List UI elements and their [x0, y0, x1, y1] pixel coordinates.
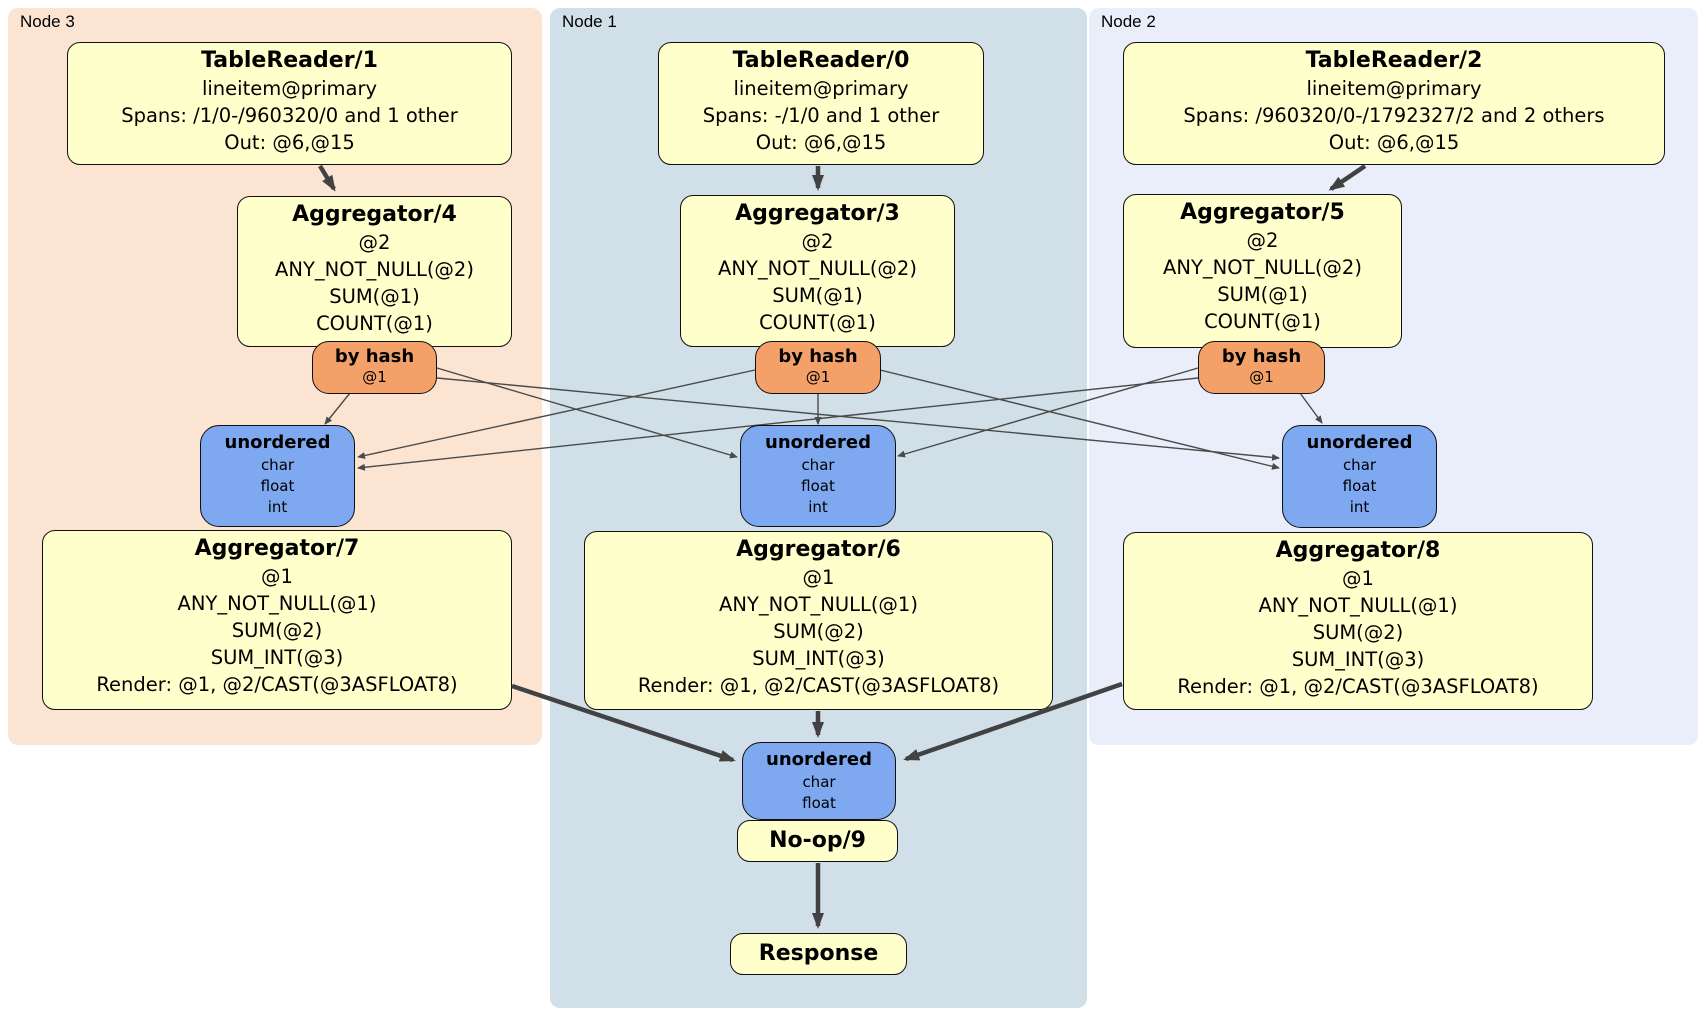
processor-index: lineitem@primary [201, 77, 378, 100]
agg-fn: ANY_NOT_NULL(@1) [1258, 594, 1458, 617]
router-columns: @1 [805, 368, 831, 386]
router-by-hash-node3: by hash @1 [312, 341, 437, 394]
sync-title: unordered [1306, 432, 1413, 453]
sync-type: char [801, 456, 835, 474]
sync-title: unordered [765, 432, 871, 453]
agg-fn: SUM(@1) [1217, 283, 1308, 306]
agg-render: Render: @1, @2/CAST(@3ASFLOAT8) [96, 673, 458, 696]
router-title: by hash [334, 346, 415, 367]
processor-aggregator-5: Aggregator/5 @2 ANY_NOT_NULL(@2) SUM(@1)… [1123, 194, 1402, 348]
sync-title: unordered [766, 749, 872, 770]
processor-title: Aggregator/4 [292, 202, 457, 227]
sync-type: char [802, 773, 836, 791]
agg-group-cols: @2 [358, 231, 391, 254]
processor-title: No-op/9 [769, 828, 866, 853]
router-by-hash-node1: by hash @1 [755, 341, 881, 394]
processor-title: TableReader/1 [201, 48, 378, 73]
processor-index: lineitem@primary [1306, 77, 1482, 100]
router-columns: @1 [1249, 368, 1274, 386]
processor-spans: Spans: -/1/0 and 1 other [702, 104, 940, 127]
processor-spans: Spans: /1/0-/960320/0 and 1 other [121, 104, 458, 127]
agg-fn: ANY_NOT_NULL(@1) [177, 592, 377, 615]
processor-aggregator-7: Aggregator/7 @1 ANY_NOT_NULL(@1) SUM(@2)… [42, 530, 512, 710]
processor-noop-9: No-op/9 [737, 820, 898, 862]
sync-unordered-node3: unordered char float int [200, 425, 355, 527]
agg-group-cols: @2 [1246, 229, 1279, 252]
processor-title: Aggregator/7 [194, 536, 360, 561]
agg-group-cols: @1 [802, 566, 835, 589]
router-title: by hash [778, 346, 858, 367]
processor-title: Aggregator/6 [736, 537, 901, 562]
agg-fn: COUNT(@1) [759, 311, 876, 334]
sync-type: char [260, 456, 295, 474]
agg-fn: SUM(@2) [231, 619, 323, 642]
sync-unordered-node2: unordered char float int [1282, 425, 1437, 528]
agg-fn: SUM(@2) [1312, 621, 1404, 644]
processor-title: Response [758, 941, 879, 966]
agg-fn: SUM(@1) [772, 284, 863, 307]
agg-group-cols: @1 [1342, 567, 1374, 590]
processor-spans: Spans: /960320/0-/1792327/2 and 2 others [1183, 104, 1605, 127]
agg-group-cols: @2 [801, 230, 834, 253]
processor-title: Aggregator/8 [1275, 538, 1441, 563]
agg-group-cols: @1 [261, 565, 293, 588]
sync-unordered-final: unordered char float [742, 742, 896, 820]
agg-fn: ANY_NOT_NULL(@1) [719, 593, 918, 616]
processor-index: lineitem@primary [733, 77, 909, 100]
panel-node-3-label: Node 3 [20, 12, 75, 31]
sync-type: float [802, 794, 836, 812]
processor-aggregator-4: Aggregator/4 @2 ANY_NOT_NULL(@2) SUM(@1)… [237, 196, 512, 347]
sync-type: float [260, 477, 295, 495]
sync-type: int [808, 498, 828, 516]
agg-fn: SUM(@1) [329, 285, 420, 308]
processor-title: TableReader/0 [732, 48, 910, 73]
processor-tablereader-0: TableReader/0 lineitem@primary Spans: -/… [658, 42, 984, 165]
sync-unordered-node1: unordered char float int [740, 425, 896, 527]
agg-render: Render: @1, @2/CAST(@3ASFLOAT8) [1177, 675, 1539, 698]
processor-tablereader-1: TableReader/1 lineitem@primary Spans: /1… [67, 42, 512, 165]
router-title: by hash [1221, 346, 1302, 367]
sync-type: int [267, 498, 288, 516]
processor-title: Aggregator/3 [735, 201, 900, 226]
processor-out: Out: @6,@15 [1328, 131, 1460, 154]
processor-aggregator-6: Aggregator/6 @1 ANY_NOT_NULL(@1) SUM(@2)… [584, 531, 1053, 710]
processor-title: TableReader/2 [1305, 48, 1483, 73]
panel-node-2-label: Node 2 [1101, 12, 1156, 31]
processor-aggregator-3: Aggregator/3 @2 ANY_NOT_NULL(@2) SUM(@1)… [680, 195, 955, 347]
sync-type: float [801, 477, 835, 495]
agg-fn: SUM(@2) [773, 620, 864, 643]
sync-type: float [1342, 477, 1377, 495]
agg-fn: ANY_NOT_NULL(@2) [275, 258, 474, 281]
agg-fn: ANY_NOT_NULL(@2) [1163, 256, 1362, 279]
router-columns: @1 [362, 368, 387, 386]
agg-fn: ANY_NOT_NULL(@2) [718, 257, 917, 280]
router-by-hash-node2: by hash @1 [1198, 341, 1325, 394]
sync-title: unordered [224, 432, 331, 453]
agg-fn: SUM_INT(@3) [1291, 648, 1425, 671]
processor-title: Aggregator/5 [1180, 200, 1345, 225]
agg-fn: SUM_INT(@3) [210, 646, 344, 669]
processor-aggregator-8: Aggregator/8 @1 ANY_NOT_NULL(@1) SUM(@2)… [1123, 532, 1593, 710]
agg-fn: COUNT(@1) [1204, 310, 1321, 333]
processor-out: Out: @6,@15 [755, 131, 887, 154]
processor-tablereader-2: TableReader/2 lineitem@primary Spans: /9… [1123, 42, 1665, 165]
processor-response: Response [730, 933, 907, 975]
panel-node-1-label: Node 1 [562, 12, 617, 31]
processor-out: Out: @6,@15 [224, 131, 355, 154]
sync-type: int [1349, 498, 1370, 516]
agg-render: Render: @1, @2/CAST(@3ASFLOAT8) [637, 674, 1000, 697]
sync-type: char [1342, 456, 1377, 474]
agg-fn: COUNT(@1) [316, 312, 433, 335]
agg-fn: SUM_INT(@3) [752, 647, 885, 670]
